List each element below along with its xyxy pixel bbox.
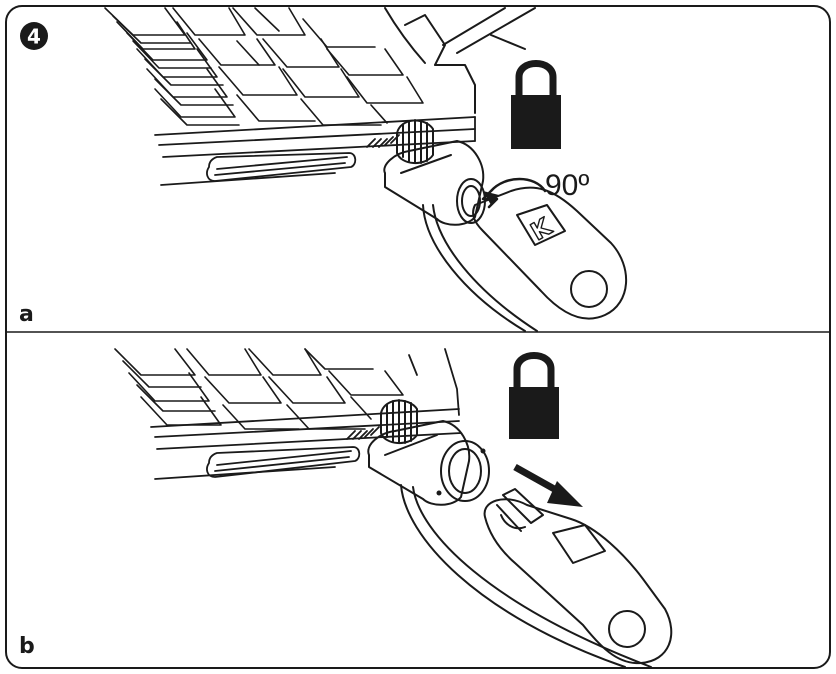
- panel-label-b: b: [19, 634, 35, 659]
- padlock-locked-icon: [511, 60, 561, 149]
- cable-lock-head: [383, 119, 538, 332]
- frame-border: [5, 5, 831, 669]
- remove-direction-arrow-icon: [513, 463, 583, 507]
- panel-b: b: [19, 348, 673, 668]
- padlock-locked-icon-b: [509, 352, 559, 439]
- laptop-edge-b: [150, 348, 462, 480]
- laptop-edge: [154, 116, 476, 186]
- instruction-diagram: 4: [5, 5, 831, 669]
- rotate-arrow-icon: [481, 177, 547, 209]
- key-cylinder: [440, 440, 490, 502]
- panel-label-a: a: [19, 302, 34, 327]
- cable-top: [384, 7, 536, 114]
- panel-a: K 90º a: [19, 7, 627, 332]
- key-removed: [483, 488, 673, 665]
- keyboard-illustration: [104, 7, 424, 126]
- key-hole: [570, 270, 608, 308]
- key-inserted: K: [472, 186, 627, 320]
- keyboard-illustration-b: [114, 348, 404, 430]
- key-logo: K: [526, 212, 557, 246]
- key-hole-b: [608, 610, 646, 648]
- cable-lock-head-b: [367, 399, 652, 668]
- rotation-angle-label: 90º: [545, 169, 589, 202]
- step-badge: 4: [20, 22, 48, 50]
- step-number: 4: [27, 25, 41, 49]
